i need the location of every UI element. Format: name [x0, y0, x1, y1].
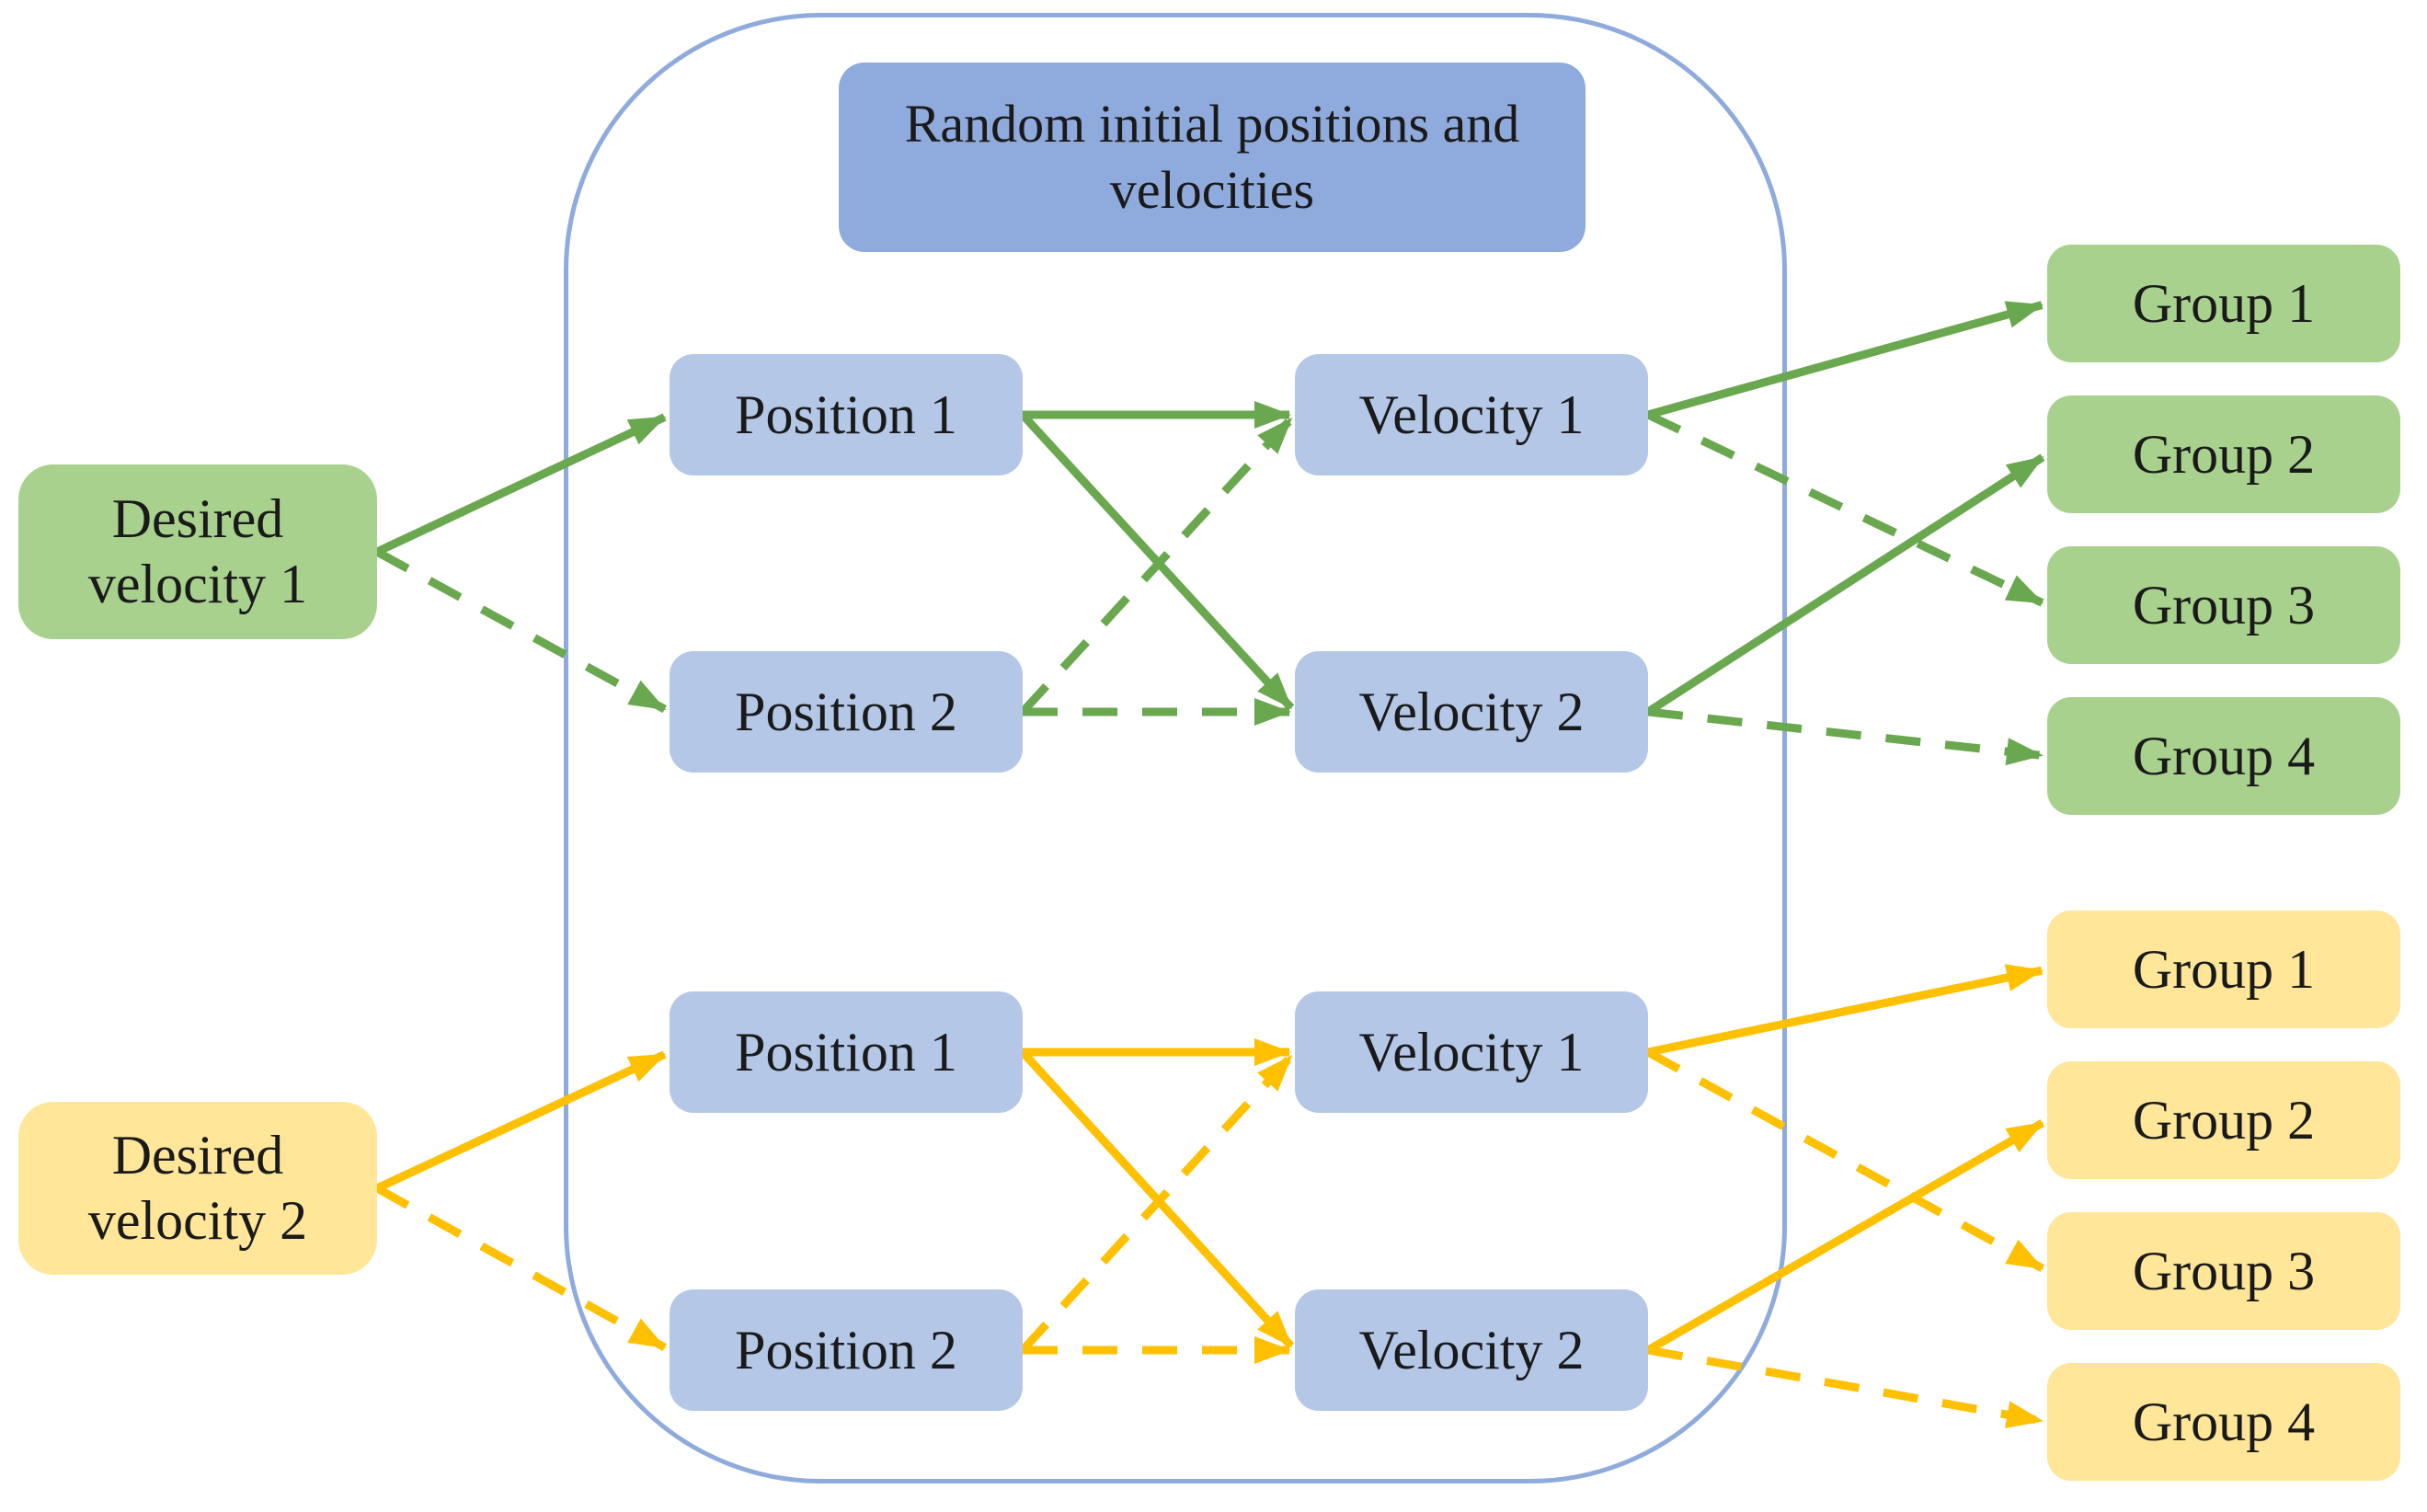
edge-g_v1-gg1-solid-arrow	[1646, 301, 2044, 419]
green-group-2-box: Group 2	[2047, 395, 2400, 513]
yellow-group-3-box: Group 3	[2047, 1212, 2400, 1330]
edge-dv2-y_p2-dashed-arrow	[374, 1185, 667, 1352]
edge-y_v1-yg3-dashed-arrow	[1645, 1048, 2044, 1273]
yellow-position-1-box: Position 1	[670, 991, 1023, 1113]
edge-y_p2-y_v1-dashed-arrow	[1019, 1053, 1295, 1354]
edge-g_p2-g_v1-dashed-arrow	[1019, 416, 1295, 716]
green-velocity-1-box: Velocity 1	[1295, 354, 1648, 475]
edge-y_v1-yg1-solid-arrow	[1647, 964, 2044, 1057]
yellow-group-4-box: Group 4	[2047, 1363, 2400, 1481]
container-title: Random initial positions and velocities	[839, 63, 1586, 252]
green-group-1-box: Group 1	[2047, 245, 2400, 362]
random-init-container-outline	[564, 13, 1787, 1483]
edge-g_v1-gg3-dashed-arrow	[1646, 410, 2044, 607]
yellow-group-2-box: Group 2	[2047, 1061, 2400, 1179]
edge-g_v2-gg2-solid-arrow	[1645, 453, 2045, 716]
yellow-position-2-box: Position 2	[670, 1289, 1023, 1411]
green-group-3-box: Group 3	[2047, 546, 2400, 664]
yellow-velocity-2-box: Velocity 2	[1295, 1289, 1648, 1411]
edge-dv2-y_p1-solid-arrow	[375, 1050, 667, 1193]
green-group-4-box: Group 4	[2047, 697, 2400, 815]
green-velocity-2-box: Velocity 2	[1295, 651, 1648, 773]
edge-g_v2-gg4-dashed-arrow	[1647, 707, 2044, 766]
edge-dv1-g_p2-dashed-arrow	[374, 548, 667, 714]
green-position-2-box: Position 2	[670, 651, 1023, 773]
edge-dv1-g_p1-solid-arrow	[375, 413, 667, 556]
desired-velocity-1-box: Desired velocity 1	[18, 464, 377, 639]
yellow-velocity-1-box: Velocity 1	[1295, 991, 1648, 1113]
edge-y_v2-yg2-solid-arrow	[1645, 1119, 2045, 1354]
desired-velocity-2-box: Desired velocity 2	[18, 1102, 377, 1275]
edge-y_v2-yg4-dashed-arrow	[1647, 1346, 2044, 1428]
yellow-group-1-box: Group 1	[2047, 911, 2400, 1028]
green-position-1-box: Position 1	[670, 354, 1023, 475]
